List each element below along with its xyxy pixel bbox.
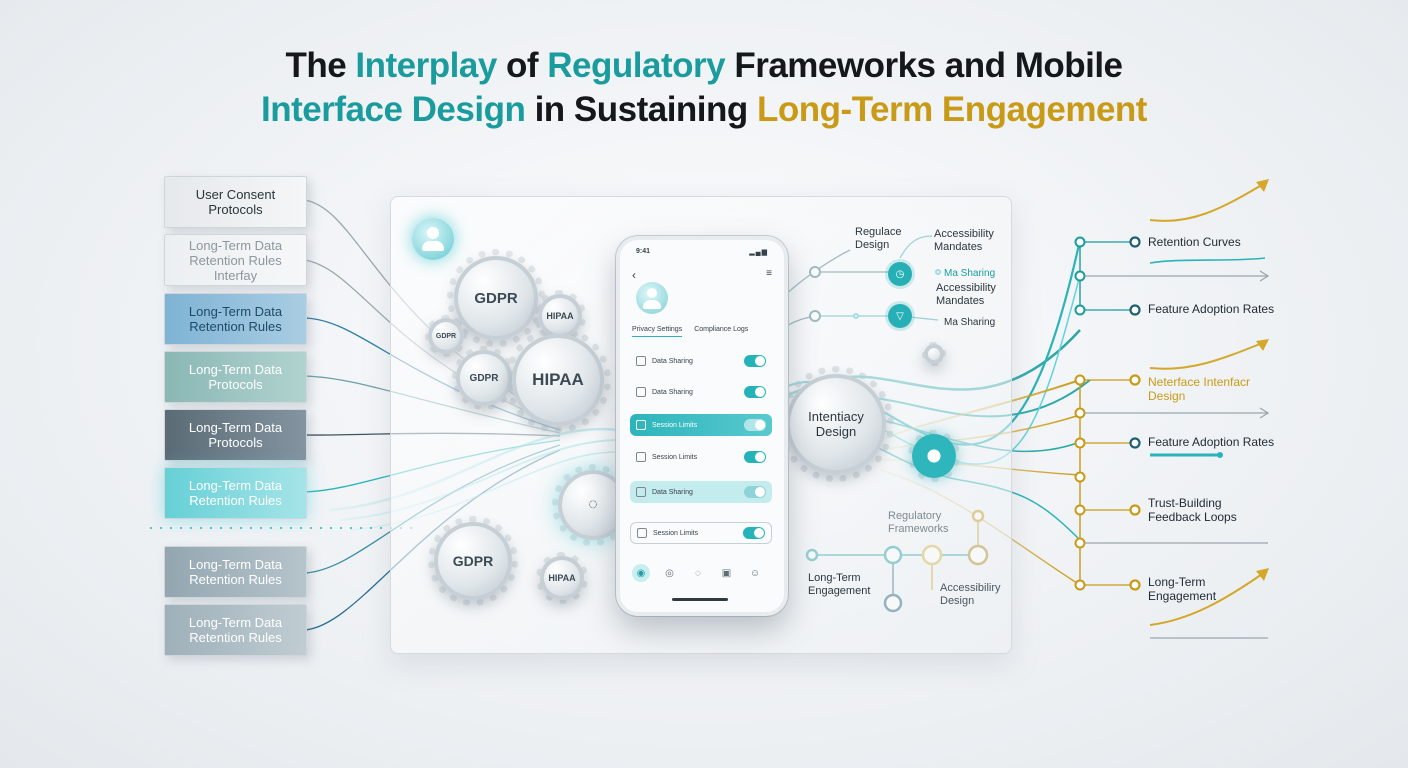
phone-bottom-nav: ◉ ◎ ◌ ▣ ☺: [632, 564, 764, 582]
back-chevron-icon[interactable]: ‹: [632, 268, 636, 282]
gear-hipaa-3: HIPAA: [536, 552, 588, 604]
nav-explore-icon[interactable]: ◎: [665, 567, 674, 579]
user-avatar-icon: [412, 218, 454, 260]
gear-gdpr-2: GDPR: [425, 315, 467, 357]
setting-row-4[interactable]: Session Limits: [630, 446, 772, 468]
tab-privacy-settings[interactable]: Privacy Settings: [632, 326, 683, 337]
nav-settings-icon[interactable]: ▣: [721, 567, 732, 579]
gear-hipaa-2: HIPAA: [504, 326, 612, 434]
title-line-1: The Interplay of Regulatory Frameworks a…: [285, 46, 1123, 85]
setting-icon: [636, 387, 646, 397]
setting-icon: [636, 420, 646, 430]
gear-small-icon: [922, 342, 946, 366]
gear-gdpr-1: GDPR: [447, 249, 545, 347]
label-feature-adoption-2: Feature Adoption Rates: [1148, 435, 1275, 449]
nav-profile-icon[interactable]: ☺: [749, 567, 761, 579]
toggle-switch[interactable]: [744, 486, 766, 498]
gear-hipaa-1: HIPAA: [534, 290, 586, 342]
tab-compliance-logs[interactable]: Compliance Logs: [694, 326, 749, 333]
setting-icon: [636, 452, 646, 462]
home-indicator: [672, 598, 728, 601]
page-title: The Interplay of Regulatory Frameworks a…: [0, 44, 1408, 132]
toggle-switch[interactable]: [744, 386, 766, 398]
phone-mockup: 9:41 ▂▄▆ ‹ ≡ Privacy Settings Compliance…: [616, 236, 788, 616]
gear-teal-icon: [908, 430, 960, 482]
nav-home-icon[interactable]: ◉: [632, 564, 650, 582]
toggle-switch[interactable]: [743, 527, 765, 539]
setting-row-5[interactable]: Data Sharing: [630, 481, 772, 503]
toggle-switch[interactable]: [744, 355, 766, 367]
setting-row-6[interactable]: Session Limits: [630, 522, 772, 544]
toggle-switch[interactable]: [744, 419, 766, 431]
filter-icon: ▽: [888, 304, 912, 328]
setting-row-1[interactable]: Data Sharing: [630, 350, 772, 372]
label-retention-curves: Retention Curves: [1148, 235, 1241, 249]
setting-icon: [636, 356, 646, 366]
setting-icon: [636, 487, 646, 497]
setting-row-3[interactable]: Session Limits: [630, 414, 772, 436]
toggle-switch[interactable]: [744, 451, 766, 463]
label-ma-sharing-1: Ma Sharing: [944, 268, 996, 279]
phone-time: 9:41: [636, 248, 651, 255]
timer-icon: ◷: [888, 262, 912, 286]
profile-avatar-icon: [636, 282, 668, 314]
setting-icon: [637, 528, 647, 538]
title-line-2: Interface Design in Sustaining Long-Term…: [261, 90, 1147, 129]
gear-gdpr-4: GDPR: [427, 515, 519, 607]
status-icons: ▂▄▆: [749, 249, 768, 256]
phone-tabs: Privacy Settings Compliance Logs: [632, 326, 748, 337]
gear-gdpr-3: GDPR: [451, 345, 517, 411]
label-feature-adoption-1: Feature Adoption Rates: [1148, 302, 1275, 316]
nav-chat-icon[interactable]: ◌: [695, 567, 701, 579]
setting-row-2[interactable]: Data Sharing: [630, 381, 772, 403]
menu-icon[interactable]: ≡: [766, 268, 772, 279]
label-ma-sharing-2: Ma Sharing: [944, 317, 996, 328]
